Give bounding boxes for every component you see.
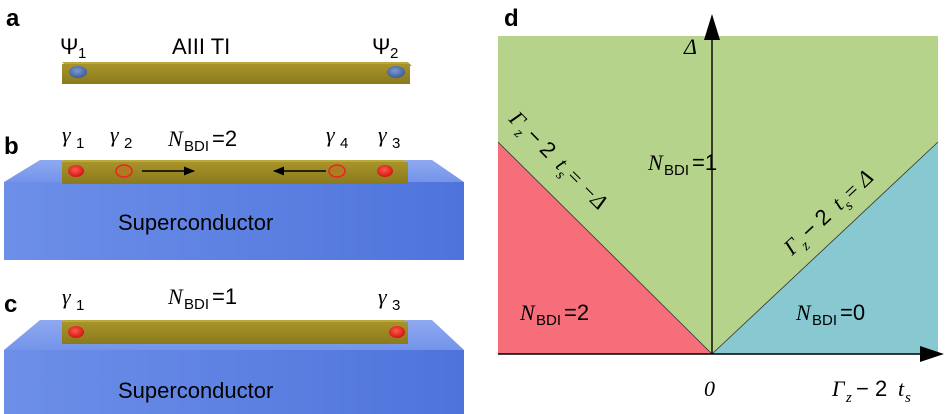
panel-c-n-value: =1 xyxy=(212,284,237,309)
superconductor-b-front xyxy=(4,182,464,260)
region-left-val: =2 xyxy=(564,300,589,325)
region-top-sub: BDI xyxy=(664,162,689,179)
gamma3c-subscript: 3 xyxy=(392,297,400,314)
x-axis-label-z: z xyxy=(845,390,852,406)
panel-b-invariant: N BDI =2 xyxy=(167,126,237,155)
boundary-line-right xyxy=(711,141,939,355)
panel-b: b γ 1 γ 2 γ 4 γ 3 N BDI =2 Superconducto… xyxy=(4,122,464,260)
region-right-val: =0 xyxy=(840,300,865,325)
panel-c-n: N xyxy=(167,284,184,309)
gamma1c-dot xyxy=(68,326,84,338)
region-left-sub: BDI xyxy=(536,312,561,329)
gamma3-dot xyxy=(377,165,393,177)
region-right-label: N BDI =0 xyxy=(795,300,865,329)
x-axis-label-s: s xyxy=(905,390,911,406)
gamma3-subscript: 3 xyxy=(392,135,400,152)
region-top-n: N xyxy=(647,150,664,175)
psi2-symbol: Ψ xyxy=(372,34,390,59)
panel-c-letter: c xyxy=(4,291,17,318)
region-left-label: N BDI =2 xyxy=(519,300,589,329)
y-axis-arrow xyxy=(704,14,720,40)
gamma3c-symbol: γ xyxy=(378,284,388,309)
x-axis-label: Γ z − 2 t s xyxy=(831,376,911,406)
x-axis-arrow xyxy=(920,346,944,362)
gamma1-symbol: γ xyxy=(62,122,72,147)
region-top-label: N BDI =1 xyxy=(647,150,717,179)
wire-c xyxy=(62,322,408,344)
panel-b-n-value: =2 xyxy=(212,126,237,151)
gamma3c-dot xyxy=(389,326,405,338)
region-top-val: =1 xyxy=(692,150,717,175)
boundary-line-left xyxy=(497,141,713,355)
panel-b-n-sub: BDI xyxy=(184,138,209,155)
origin-label: 0 xyxy=(704,376,715,401)
panel-b-letter: b xyxy=(4,133,19,160)
panel-a: a AIII TI Ψ 1 Ψ 2 xyxy=(6,5,412,84)
x-axis-label-t: t xyxy=(898,376,905,401)
psi1-symbol: Ψ xyxy=(60,34,78,59)
panel-a-title: AIII TI xyxy=(172,34,230,59)
superconductor-c-label: Superconductor xyxy=(118,378,273,403)
gamma4-symbol: γ xyxy=(326,122,336,147)
psi1-subscript: 1 xyxy=(78,45,86,62)
gamma2-symbol: γ xyxy=(110,122,120,147)
gamma4-dot xyxy=(328,164,346,178)
region-green xyxy=(498,36,938,354)
gamma1-dot xyxy=(68,165,84,177)
x-axis-label-minus: − 2 xyxy=(856,376,887,401)
x-axis-label-gamma: Γ xyxy=(831,376,846,401)
psi2-label: Ψ 2 xyxy=(372,34,398,62)
panel-d: d Δ 0 Γ z − 2 t s N BDI =1 N BDI xyxy=(497,5,944,406)
panel-a-letter: a xyxy=(6,5,20,32)
panel-c: c γ 1 γ 3 N BDI =1 Superconductor xyxy=(4,284,464,414)
panel-c-n-sub: BDI xyxy=(184,296,209,313)
psi1-label: Ψ 1 xyxy=(60,34,86,62)
gamma3-symbol: γ xyxy=(378,122,388,147)
region-left-n: N xyxy=(519,300,536,325)
panel-b-n: N xyxy=(167,126,184,151)
panel-c-invariant: N BDI =1 xyxy=(167,284,237,313)
region-right-sub: BDI xyxy=(812,312,837,329)
gamma1c-subscript: 1 xyxy=(76,297,84,314)
psi2-subscript: 2 xyxy=(390,45,398,62)
gamma4-subscript: 4 xyxy=(340,135,348,152)
wire-b xyxy=(62,162,408,184)
region-right-n: N xyxy=(795,300,812,325)
gamma1c-symbol: γ xyxy=(62,284,72,309)
ti-wire xyxy=(62,64,410,84)
gamma1-subscript: 1 xyxy=(76,135,84,152)
gamma2-subscript: 2 xyxy=(124,135,132,152)
superconductor-b-label: Superconductor xyxy=(118,210,273,235)
y-axis-label: Δ xyxy=(683,34,697,59)
psi1-dot xyxy=(69,66,87,78)
panel-d-letter: d xyxy=(504,5,519,32)
gamma2-dot xyxy=(115,164,133,178)
superconductor-c-front xyxy=(4,350,464,414)
psi2-dot xyxy=(387,66,405,78)
